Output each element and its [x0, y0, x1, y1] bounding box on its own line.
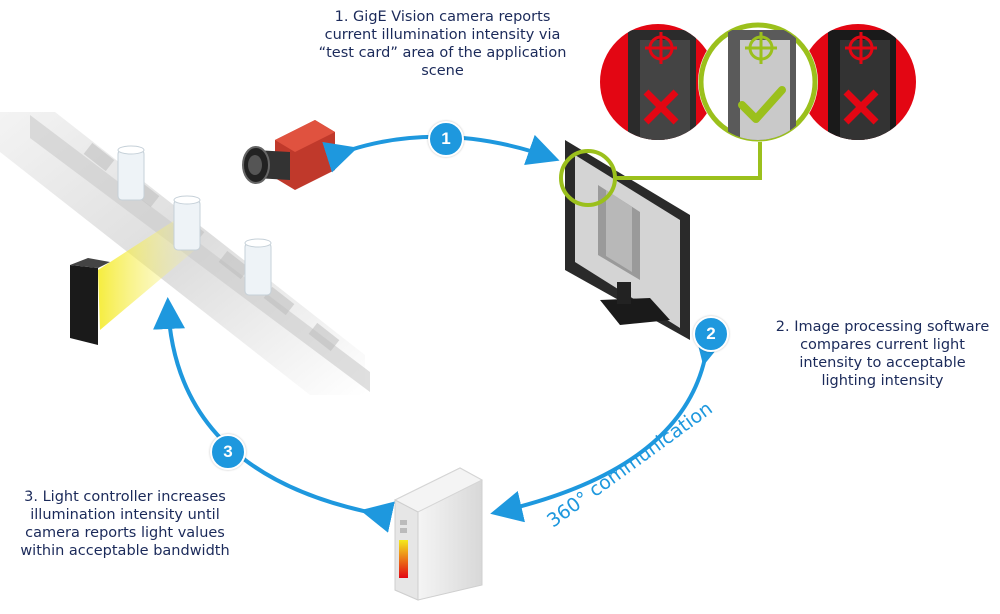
communication-label: 360° communication: [543, 397, 717, 532]
step-3-line: camera reports light values: [25, 525, 225, 541]
step-1-line: scene: [421, 63, 464, 79]
step-1-description: 1. GigE Vision camera reports current il…: [300, 8, 585, 80]
test-card-too-dark: [600, 24, 716, 140]
check-icon: [738, 86, 786, 123]
step-2-line: lighting intensity: [821, 373, 944, 389]
bottle-2: [173, 195, 201, 251]
crosshair-icon: [845, 32, 877, 64]
step-2-line: intensity to acceptable: [799, 355, 966, 371]
step-2-line: 2. Image processing software: [775, 319, 990, 335]
test-card-acceptable: [698, 22, 818, 142]
step-2-badge: 2: [693, 316, 729, 352]
cross-icon: [643, 89, 679, 125]
bottle-1: [117, 145, 145, 201]
test-card-too-bright: [800, 24, 916, 140]
crosshair-icon: [745, 32, 777, 64]
step-2-description: 2. Image processing software compares cu…: [765, 318, 1000, 390]
step-2-line: compares current light: [800, 337, 965, 353]
zoom-callout: [559, 135, 762, 207]
step-3-line: within acceptable bandwidth: [20, 543, 230, 559]
step-3-line: 3. Light controller increases: [24, 489, 226, 505]
step-1-line: current illumination intensity via: [324, 27, 561, 43]
crosshair-icon: [645, 32, 677, 64]
step-3-line: illumination intensity until: [30, 507, 220, 523]
step-1-line: 1. GigE Vision camera reports: [334, 9, 551, 25]
step-1-line: “test card” area of the application: [318, 45, 567, 61]
step-3-badge: 3: [210, 434, 246, 470]
light-controller-icon: [393, 467, 484, 601]
bottle-3: [244, 238, 272, 296]
arrow-monitor-controller: [490, 331, 726, 523]
step-1-badge: 1: [428, 121, 464, 157]
monitor-icon: [565, 140, 690, 340]
light-beam: [98, 220, 195, 330]
cross-icon: [843, 89, 879, 125]
gige-camera-icon: [242, 120, 335, 190]
step-3-description: 3. Light controller increases illuminati…: [0, 488, 250, 560]
bar-light-icon: [70, 258, 110, 345]
